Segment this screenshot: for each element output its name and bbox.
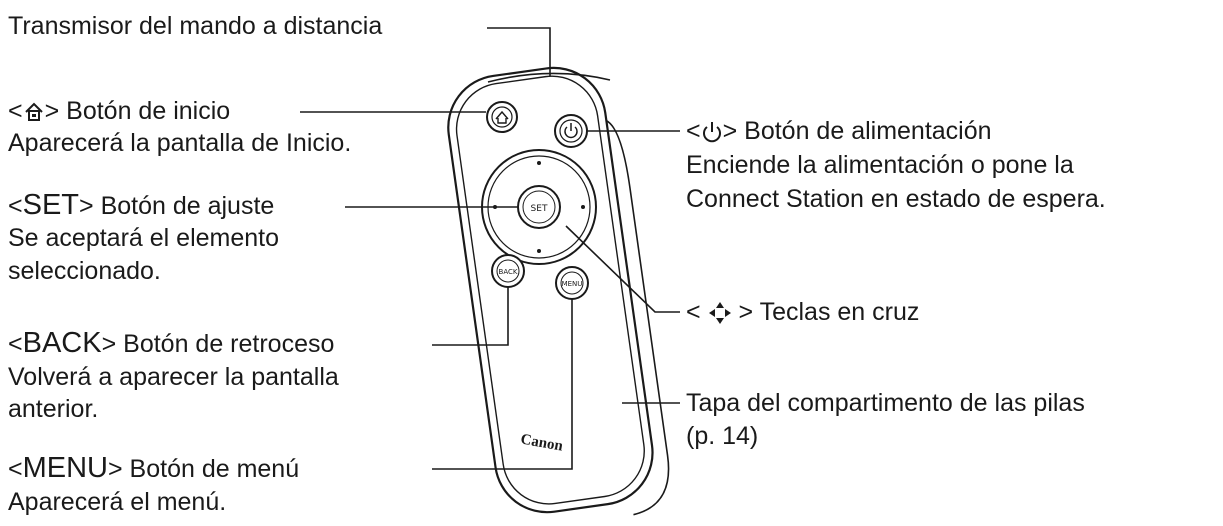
set-key: SET [22, 189, 80, 221]
menu-button: MENU [555, 266, 589, 300]
back-desc-1: Volverá a aparecer la pantalla [8, 363, 339, 391]
home-icon [24, 102, 43, 122]
home-title: Botón de inicio [66, 97, 231, 125]
cross-label: < > Teclas en cruz [686, 298, 920, 326]
power-desc-1: Enciende la alimentación o pone la [686, 151, 1074, 179]
menu-button-label: MENU [562, 280, 583, 288]
power-icon [702, 122, 721, 143]
home-button [486, 101, 518, 133]
back-button-label: BACK [499, 268, 518, 276]
back-key: BACK [22, 327, 102, 359]
transmitter-label: Transmisor del mando a distancia [8, 12, 383, 40]
home-label: <> Botón de inicio [8, 97, 231, 125]
battery-ref: (p. 14) [686, 422, 759, 450]
leader-lines [300, 27, 680, 470]
set-button: SET [517, 185, 561, 229]
menu-title: Botón de menú [129, 455, 300, 483]
back-title: Botón de retroceso [123, 330, 335, 358]
menu-desc: Aparecerá el menú. [8, 488, 227, 516]
set-desc-2: seleccionado. [8, 257, 161, 285]
set-button-label: SET [531, 204, 548, 214]
power-label: <> Botón de alimentación [686, 117, 992, 145]
back-label: <BACK> Botón de retroceso [8, 327, 335, 359]
set-label: <SET> Botón de ajuste [8, 189, 275, 221]
menu-key: MENU [22, 452, 108, 484]
power-desc-2: Connect Station en estado de espera. [686, 185, 1106, 213]
set-title: Botón de ajuste [100, 192, 275, 220]
back-button: BACK [491, 254, 525, 288]
power-title: Botón de alimentación [744, 117, 992, 145]
battery-label: Tapa del compartimento de las pilas [686, 389, 1085, 417]
set-desc-1: Se aceptará el elemento [8, 224, 280, 252]
cross-title: Teclas en cruz [759, 298, 920, 326]
power-button [554, 114, 588, 148]
cross-keys-icon [708, 302, 731, 325]
menu-label: <MENU> Botón de menú [8, 452, 300, 484]
back-desc-2: anterior. [8, 395, 99, 423]
canon-logo: Canon [519, 431, 564, 454]
home-desc: Aparecerá la pantalla de Inicio. [8, 129, 352, 157]
